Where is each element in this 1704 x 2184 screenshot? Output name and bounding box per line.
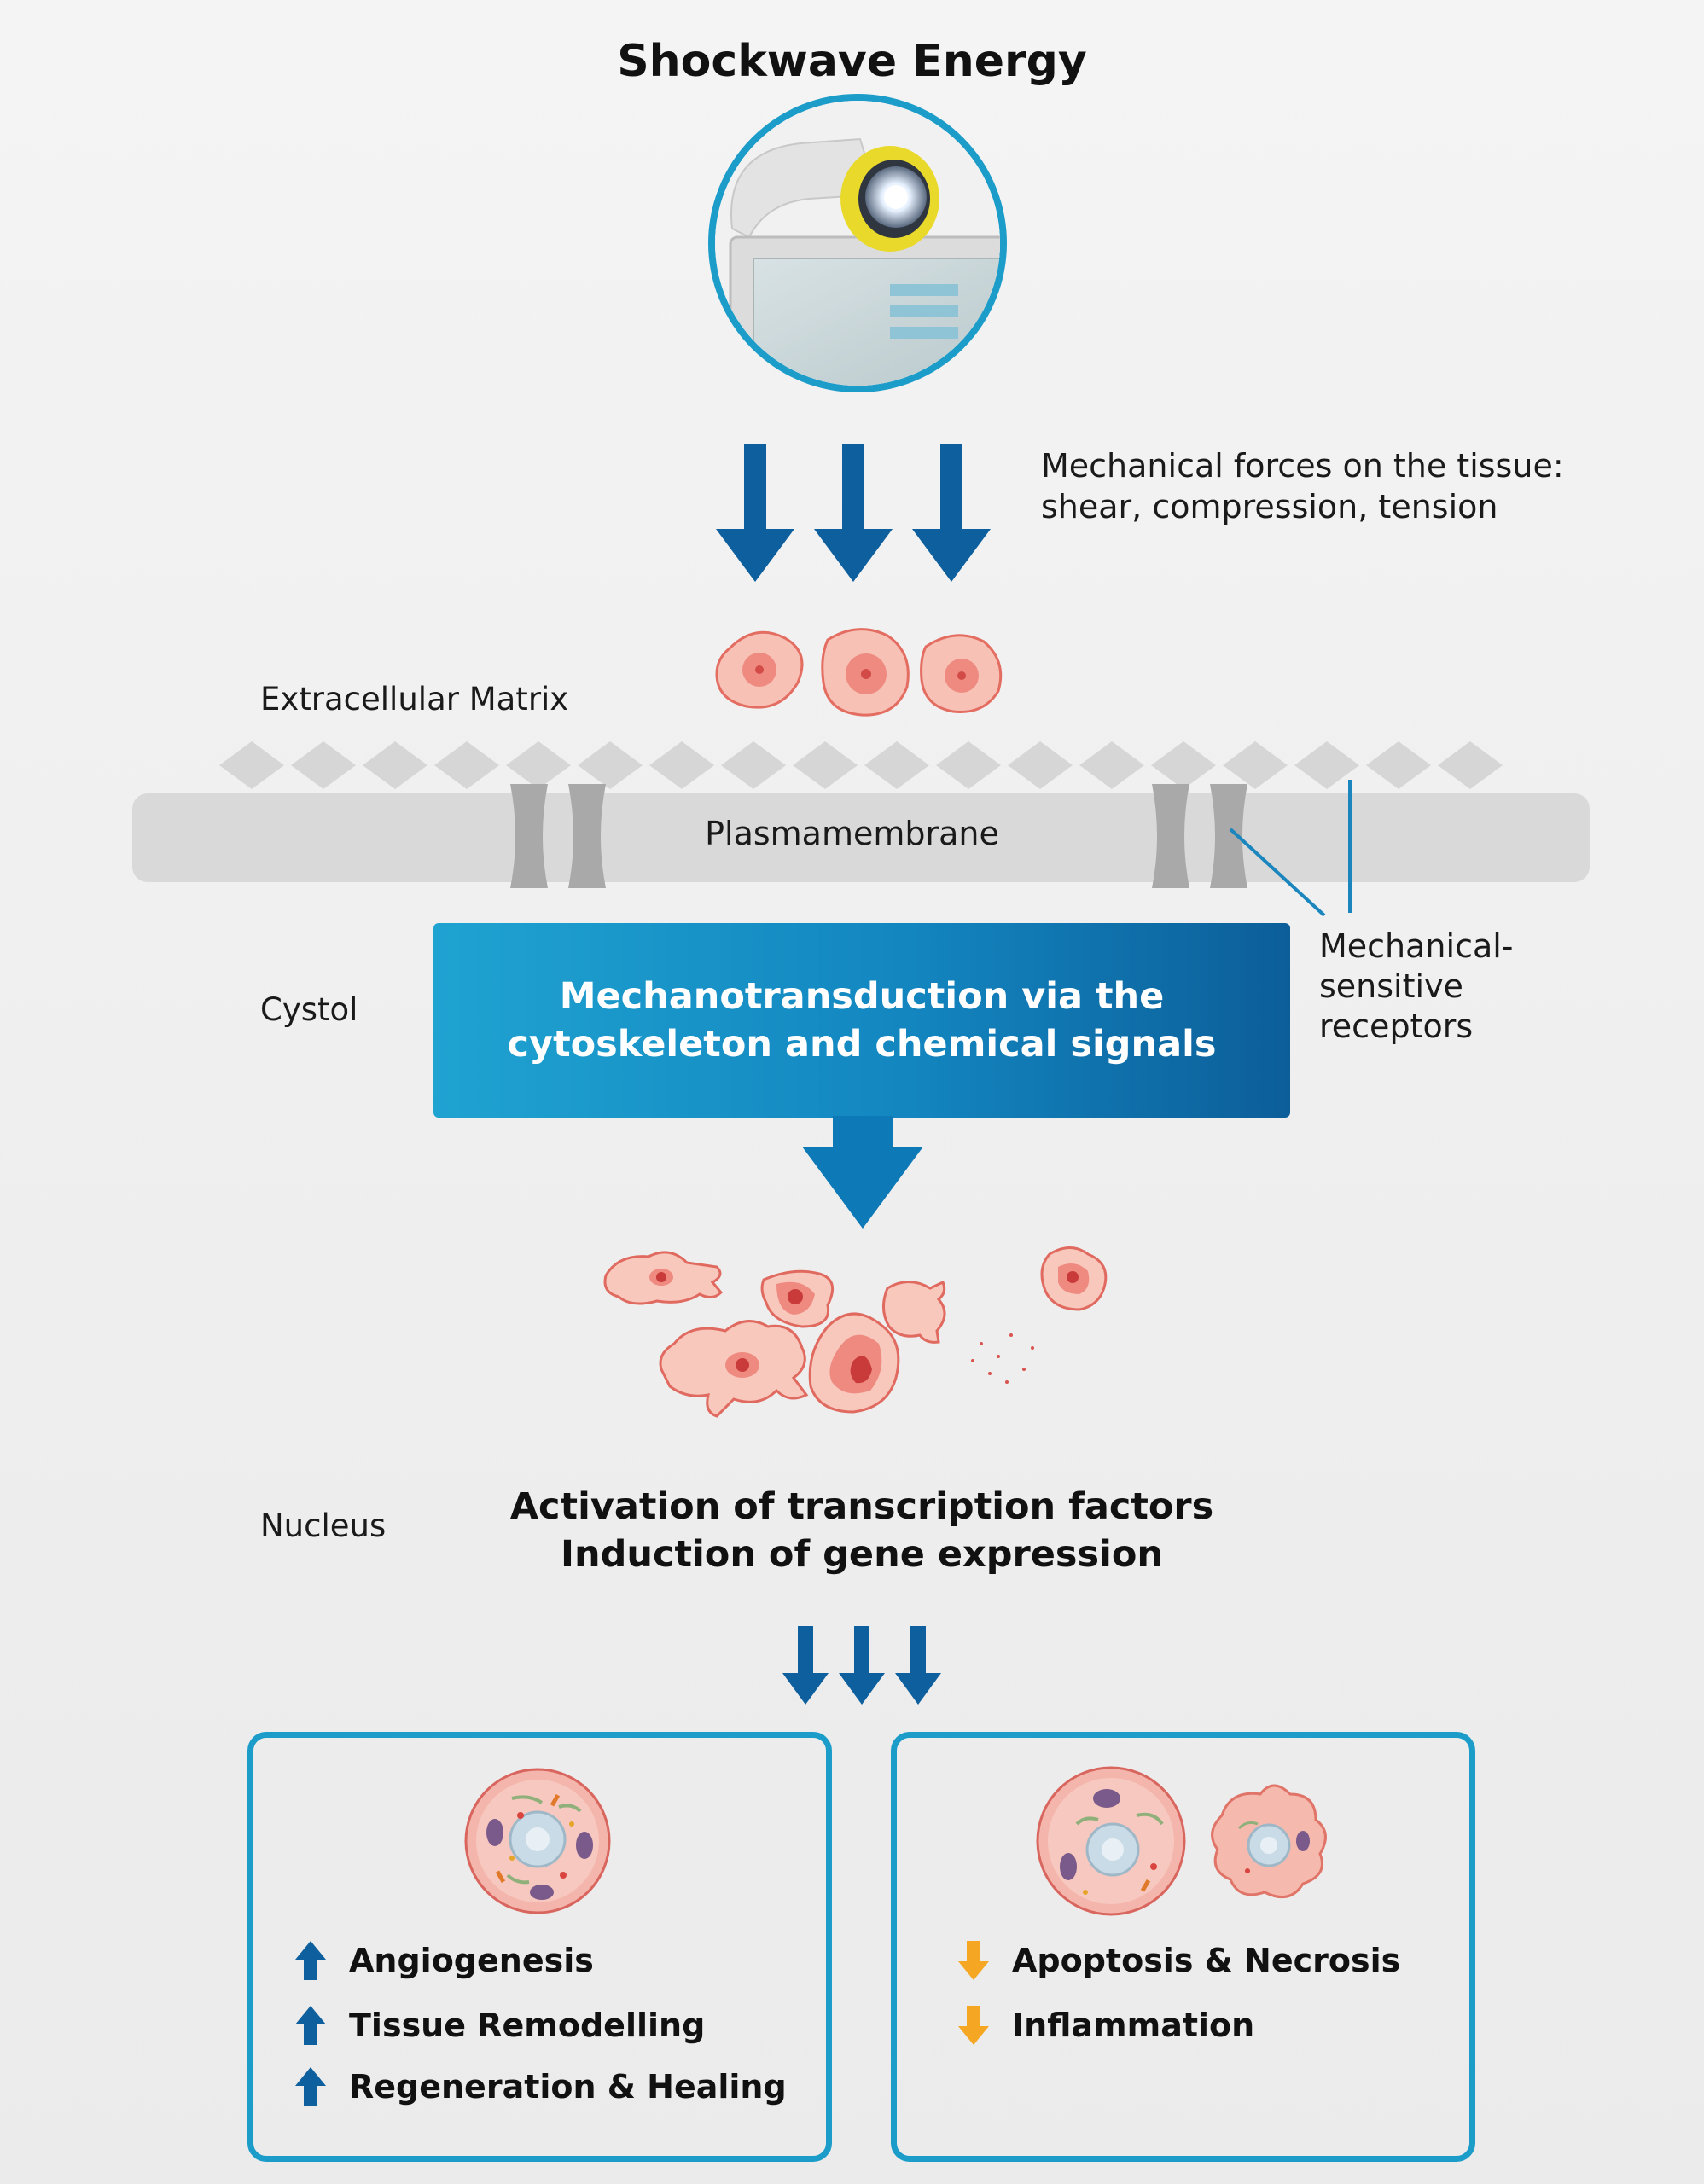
down-arrow-icon	[782, 1626, 829, 1705]
effect-tissue-remodelling: Tissue Remodelling	[294, 2000, 787, 2051]
mechanotransduction-line-2: cytoskeleton and chemical signals	[507, 1023, 1217, 1066]
up-arrow-icon	[295, 1941, 326, 1980]
effect-apoptosis-necrosis: Apoptosis & Necrosis	[957, 1935, 1400, 1986]
channel-icon	[568, 784, 606, 888]
decreased-effects-panel	[891, 1732, 1475, 2162]
healthy-cell-illustration	[464, 1768, 611, 1914]
receptor-pointer-lines	[1229, 780, 1352, 917]
gene-expression-arrows	[782, 1626, 941, 1705]
plasma-membrane-label: Plasmamembrane	[705, 815, 999, 852]
effect-label: Angiogenesis	[349, 1942, 594, 1979]
down-arrow-icon	[802, 1116, 923, 1228]
effect-angiogenesis: Angiogenesis	[294, 1935, 787, 1986]
nucleus-label: Nucleus	[260, 1507, 387, 1544]
down-arrow-icon	[814, 444, 893, 582]
shockwave-device-illustration	[708, 94, 1007, 392]
cell-icon	[920, 634, 1003, 713]
effect-label: Regeneration & Healing	[349, 2068, 787, 2106]
cell-icon	[882, 1280, 946, 1344]
extracellular-matrix-label: Extracellular Matrix	[260, 681, 569, 717]
decreased-effects-list: Apoptosis & Necrosis Inflammation	[957, 1935, 1400, 2051]
mechanical-receptors-label: Mechanical- sensitive receptors	[1319, 926, 1601, 1047]
activation-line-2: Induction of gene expression	[561, 1533, 1163, 1576]
mechanotransduction-arrow	[802, 1116, 923, 1228]
increased-effects-list: Angiogenesis Tissue Remodelling Regenera…	[294, 1935, 787, 2112]
diagram-title: Shockwave Energy	[617, 36, 1087, 87]
effect-regeneration-healing: Regeneration & Healing	[294, 2061, 787, 2112]
forces-label: Mechanical forces on the tissue: shear, …	[1041, 447, 1564, 526]
activation-line-1: Activation of transcription factors	[509, 1485, 1214, 1528]
down-arrow-icon	[839, 1626, 885, 1705]
mechanotransduction-box: Mechanotransduction via the cytoskeleton…	[433, 923, 1290, 1118]
receptors-label-line-1: Mechanical-	[1319, 927, 1514, 965]
up-arrow-icon	[295, 2006, 326, 2045]
down-arrow-icon	[912, 444, 991, 582]
mechanical-force-arrows	[716, 444, 991, 582]
effect-label: Tissue Remodelling	[349, 2007, 706, 2044]
effect-inflammation: Inflammation	[957, 2000, 1400, 2051]
up-arrow-icon	[295, 2067, 326, 2106]
extracellular-matrix-illustration	[219, 741, 1503, 789]
down-arrow-icon	[716, 444, 794, 582]
cell-icon	[715, 630, 804, 709]
tissue-cells-illustration	[715, 628, 1003, 717]
down-arrow-icon	[895, 1626, 941, 1705]
channel-icon	[1210, 784, 1247, 888]
mechanotransduction-line-1: Mechanotransduction via the	[559, 975, 1165, 1018]
receptors-label-line-2: sensitive	[1319, 967, 1463, 1005]
increased-effects-panel	[247, 1732, 832, 2162]
membrane-channels	[510, 784, 1247, 888]
apoptotic-cells-illustration	[1036, 1766, 1327, 1916]
cystol-label: Cystol	[260, 991, 358, 1028]
effect-label: Apoptosis & Necrosis	[1012, 1942, 1401, 1979]
down-arrow-icon	[958, 1941, 989, 1980]
channel-icon	[510, 784, 548, 888]
cell-icon	[821, 628, 910, 717]
gene-activation-text: Activation of transcription factors Indu…	[0, 1483, 1704, 1578]
down-arrow-icon	[958, 2006, 989, 2045]
plasma-membrane-band	[132, 793, 1590, 882]
receptors-label-line-3: receptors	[1319, 1008, 1474, 1045]
channel-icon	[1152, 784, 1189, 888]
activated-cells-illustration	[603, 1246, 1108, 1418]
effect-label: Inflammation	[1012, 2007, 1255, 2044]
